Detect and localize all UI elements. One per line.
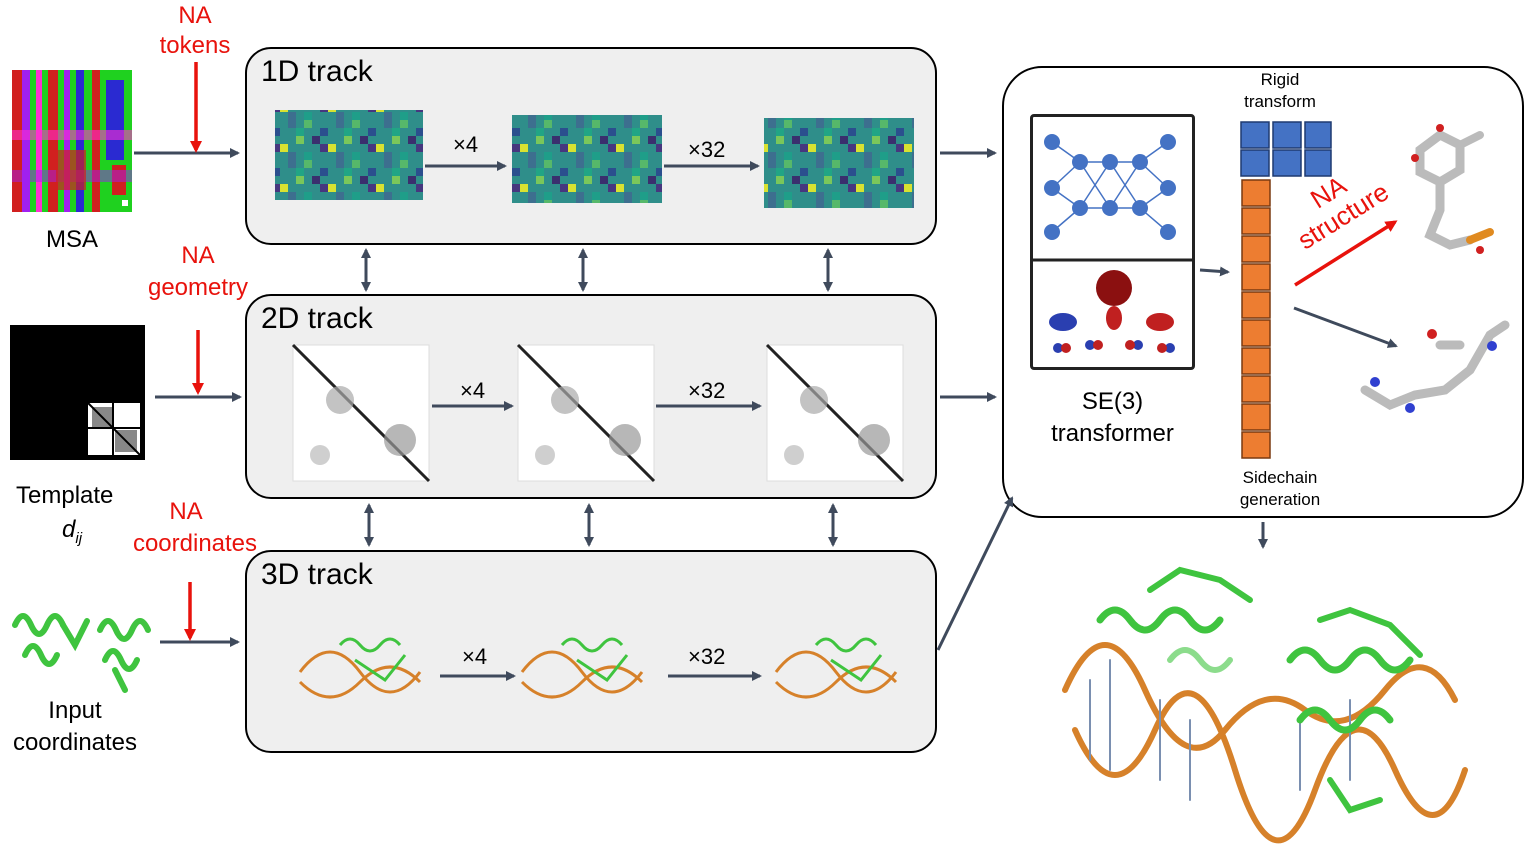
track-1d-rep1: ×4 xyxy=(453,132,479,157)
track-2d-rep1: ×4 xyxy=(460,378,486,403)
rigid-label-2: transform xyxy=(1244,92,1316,111)
track-2d-rep2: ×32 xyxy=(688,378,726,403)
template-distance-map xyxy=(87,402,141,456)
track-1d: 1D track xyxy=(245,47,937,245)
template-dij-label: dij xyxy=(62,516,82,547)
input-protein-cartoon xyxy=(12,613,151,693)
track-3d-rep2: ×32 xyxy=(688,644,726,669)
na-coordinates-label-1: NA xyxy=(169,498,203,525)
na-tokens-label-2: tokens xyxy=(159,32,231,59)
na-geometry-label-2: geometry xyxy=(147,274,249,301)
msa-image xyxy=(12,70,132,212)
input-protein-image xyxy=(5,585,160,695)
track-2d: 2D track xyxy=(245,294,937,499)
na-tokens-label-1: NA xyxy=(178,2,212,29)
template-ij-subscript: ij xyxy=(75,529,83,547)
sidechain-label-1: Sidechain xyxy=(1242,468,1318,487)
na-coordinates-label-2: coordinates xyxy=(132,530,258,557)
arrow-3d-to-se3 xyxy=(936,496,1014,651)
se3-label-2: transformer xyxy=(1051,420,1174,447)
track-2d-title: 2D track xyxy=(261,302,373,335)
input-coords-label-1: Input xyxy=(48,697,102,724)
template-d-symbol: d xyxy=(62,516,76,543)
track-1d-title: 1D track xyxy=(261,55,373,88)
track-1d-rep2: ×32 xyxy=(688,137,726,162)
input-coords-label-2: coordinates xyxy=(12,729,138,756)
template-image xyxy=(10,325,145,460)
se3-label-1: SE(3) xyxy=(1081,388,1144,415)
protein-dna-complex xyxy=(1062,566,1468,844)
track-3d-rep1: ×4 xyxy=(462,644,488,669)
track-3d: 3D track xyxy=(245,550,937,753)
msa-heatmap xyxy=(12,70,132,212)
na-geometry-label-1: NA xyxy=(181,242,215,269)
msa-label: MSA xyxy=(46,226,99,253)
rigid-label-1: Rigid xyxy=(1260,70,1300,89)
sidechain-label-2: generation xyxy=(1239,490,1321,509)
template-label: Template xyxy=(16,482,114,509)
track-3d-title: 3D track xyxy=(261,558,373,591)
se3-network-box xyxy=(1030,114,1195,370)
